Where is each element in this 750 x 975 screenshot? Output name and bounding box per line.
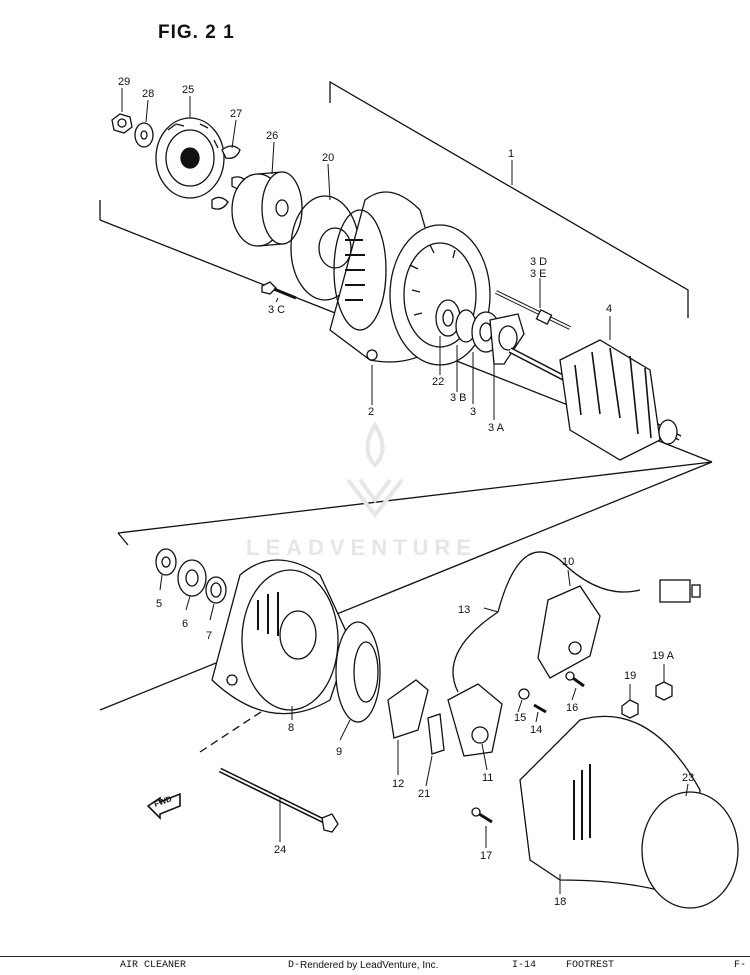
callout-3C: 3 C (268, 304, 286, 316)
fwd-arrow-icon (146, 792, 181, 820)
part-19-nut (621, 699, 639, 719)
callout-3E: 3 E (530, 268, 547, 280)
part-25-pulley (155, 117, 225, 199)
part-16-screw (565, 671, 585, 688)
callout-10: 10 (562, 556, 575, 568)
part-11-brush-holder (447, 683, 503, 757)
callout-16: 16 (566, 702, 579, 714)
part-6-bearing (177, 559, 207, 597)
figure-title: FIG. 2 1 (158, 22, 235, 43)
callout-14: 14 (530, 724, 543, 736)
callout-24: 24 (274, 844, 287, 856)
part-28-washer (134, 122, 154, 148)
part-21-clip (427, 713, 445, 755)
part-7-ring (205, 576, 227, 604)
footer-page: I-14 (512, 960, 537, 971)
part-13-wire-lead (452, 551, 701, 693)
callout-3A: 3 A (488, 422, 504, 434)
callout-26: 26 (266, 130, 279, 142)
page-footer: AIR CLEANER D- Rendered by LeadVenture, … (0, 956, 750, 975)
part-15-nut (518, 688, 530, 700)
footer-rendered-by: Rendered by LeadVenture, Inc. (300, 960, 439, 971)
callout-28: 28 (142, 88, 155, 100)
part-22-bearing (435, 299, 461, 337)
callout-12: 12 (392, 778, 405, 790)
part-9-cover (335, 621, 381, 723)
callout-25: 25 (182, 84, 195, 96)
callout-9: 9 (336, 746, 343, 758)
callout-8: 8 (288, 722, 295, 734)
callout-1: 1 (508, 148, 515, 160)
callout-7: 7 (206, 630, 213, 642)
part-10-rectifier (537, 585, 601, 679)
callout-20: 20 (322, 152, 335, 164)
callout-3D: 3 D (530, 256, 548, 268)
callout-15: 15 (514, 712, 527, 724)
watermark-text: LEADVENTURE (246, 535, 478, 560)
part-29-nut (111, 113, 133, 134)
footer-left-link[interactable]: AIR CLEANER (120, 960, 187, 971)
part-3C-bolt (261, 281, 297, 300)
leader-lines (121, 88, 689, 894)
footer-right-code: F- (734, 960, 747, 971)
callout-21: 21 (418, 788, 431, 800)
callout-19: 19 (624, 670, 637, 682)
part-4-rotor (508, 339, 682, 461)
callout-6: 6 (182, 618, 189, 630)
part-26-spacer (231, 171, 303, 247)
watermark-logo-icon (340, 420, 410, 525)
part-3D-stud (495, 290, 571, 330)
callout-22: 22 (432, 376, 445, 388)
callout-4: 4 (606, 303, 613, 315)
part-17-screw (471, 807, 493, 824)
callout-11: 11 (482, 772, 494, 784)
part-14-screw (533, 703, 547, 714)
callout-27: 27 (230, 108, 243, 120)
part-5-washer (155, 548, 177, 576)
callout-3: 3 (470, 406, 477, 418)
callout-18: 18 (554, 896, 567, 908)
callout-17: 17 (480, 850, 493, 862)
part-19A-nut (655, 681, 673, 701)
footer-right-link[interactable]: FOOTREST (566, 960, 615, 971)
callout-19A: 19 A (652, 650, 675, 662)
callout-3B: 3 B (450, 392, 467, 404)
part-8-rear-housing (211, 559, 351, 715)
callout-13: 13 (458, 604, 471, 616)
part-12-regulator (387, 679, 429, 739)
callout-23: 23 (682, 772, 695, 784)
callout-29: 29 (118, 76, 131, 88)
footer-mid-code: D- (288, 960, 301, 971)
part-24-bolt (218, 767, 339, 833)
part-23-cap (641, 791, 739, 909)
callout-5: 5 (156, 598, 163, 610)
callout-2: 2 (368, 406, 375, 418)
